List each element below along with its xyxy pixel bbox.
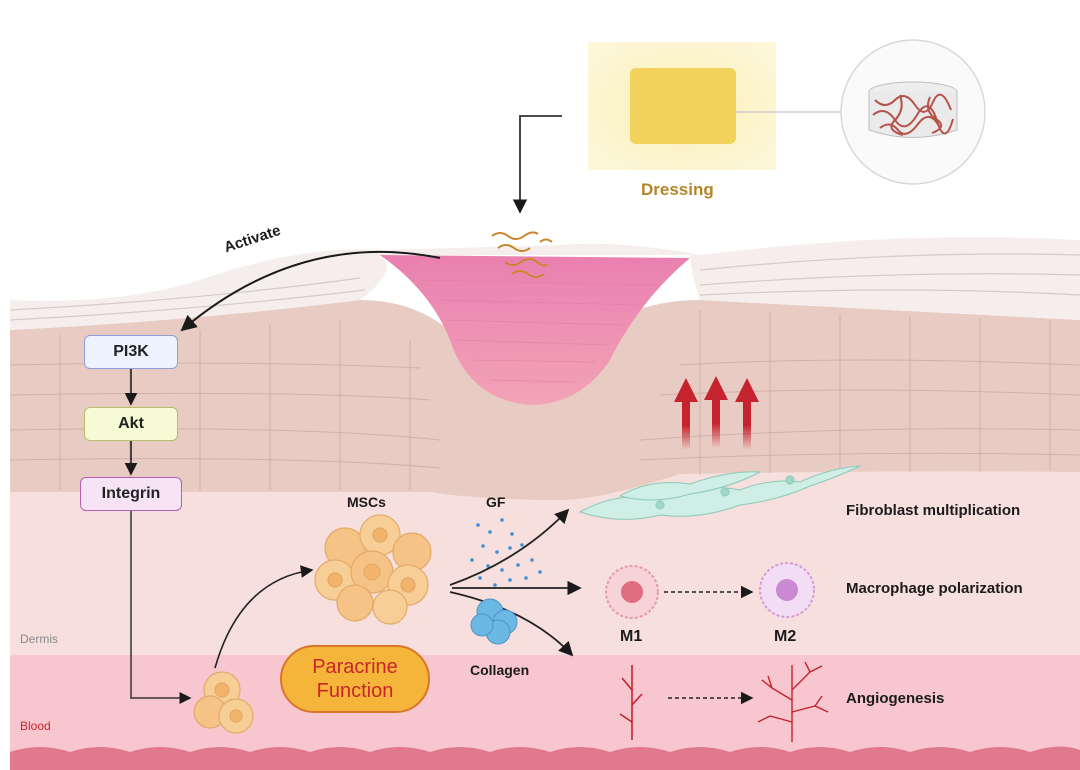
gf-dots [470,518,542,587]
angiogenesis-label: Angiogenesis [846,690,945,707]
dermis-layer [10,470,1080,655]
blood-mscs [193,671,254,734]
m2-label: M2 [774,628,797,645]
vessel-wall [10,746,1080,770]
gf-label: GF [486,494,506,510]
mscs-cluster [314,514,432,625]
m1-macrophage [605,565,659,619]
red-arrows [674,376,759,450]
collagen-label: Collagen [470,662,530,678]
vessel-sprout-small [619,665,643,740]
cell-grid [9,310,1080,490]
fibroblasts [578,465,861,520]
paracrine-line-2: Function [316,680,394,702]
blood-layer [10,655,1080,755]
m2-macrophage [759,562,815,618]
dressing-fibers [491,231,553,278]
collagen-blob [470,598,518,645]
akt-node: Akt [84,407,178,441]
mscs-label: MSCs [347,494,386,510]
dermis-layer-label: Dermis [20,632,58,646]
vessel-sprout-branched [757,661,829,742]
paracrine-line-1: Paracrine [312,656,398,678]
dressing-pad [630,68,736,144]
integrin-node: Integrin [80,477,182,511]
macrophage-polarization-label: Macrophage polarization [846,580,1023,597]
pi3k-node: PI3K [84,335,178,369]
paracrine-function-badge: Paracrine Function [280,645,430,713]
dressing-label: Dressing [641,180,714,199]
wound [380,255,690,405]
fibroblast-multiplication-label: Fibroblast multiplication [846,502,1021,519]
blood-layer-label: Blood [20,719,51,733]
m1-label: M1 [620,628,643,645]
